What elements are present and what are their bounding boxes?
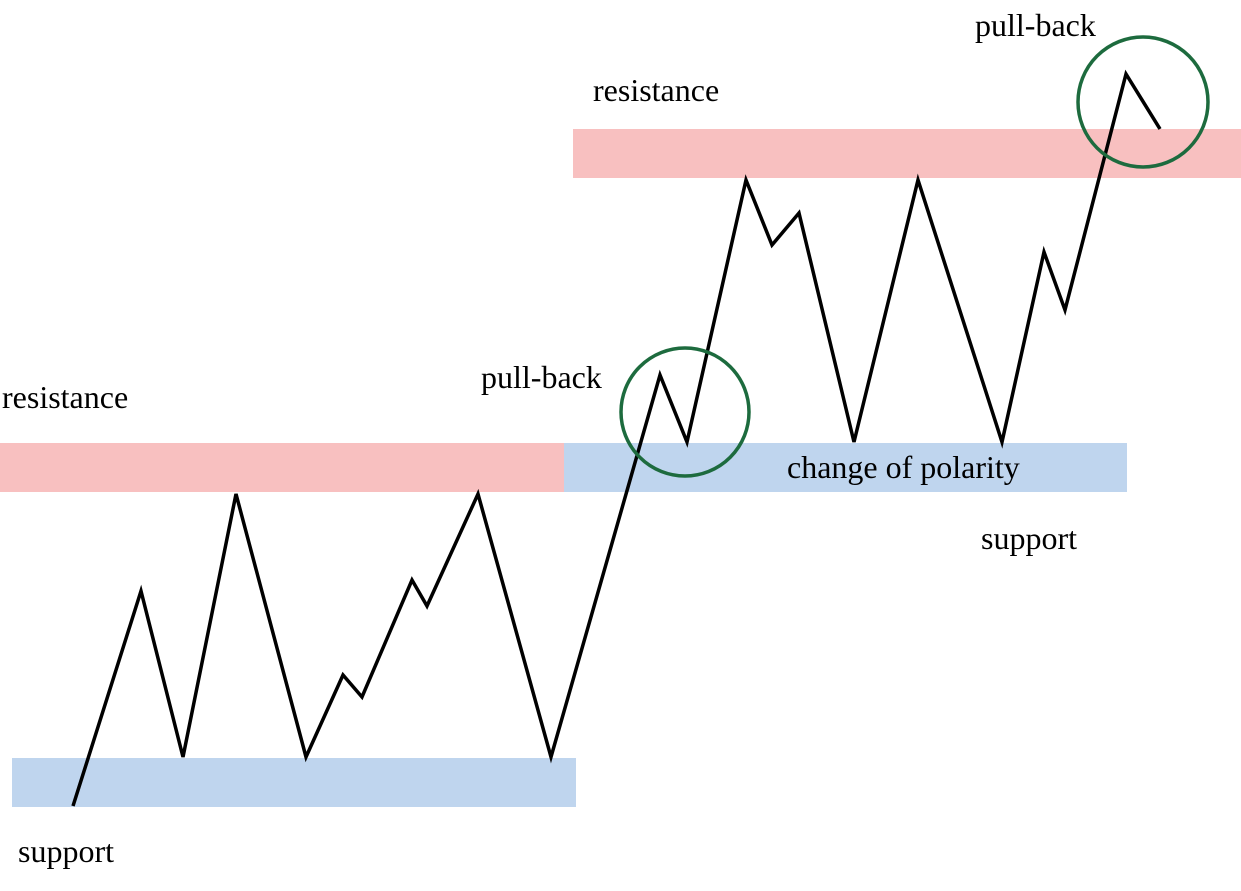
upper-resistance-band xyxy=(573,129,1241,178)
change-of-polarity-band xyxy=(564,443,1127,492)
pullback-circle-upper xyxy=(1076,35,1210,169)
resistance-label-lower: resistance xyxy=(2,379,128,415)
change-of-polarity-label: change of polarity xyxy=(787,449,1020,485)
support-label-lower: support xyxy=(18,833,114,869)
lower-support-band xyxy=(12,758,576,807)
price-line xyxy=(71,69,1162,807)
resistance-label-upper: resistance xyxy=(593,72,719,108)
support-label-upper: support xyxy=(981,520,1077,556)
pullback-circle-lower xyxy=(619,346,751,478)
lower-resistance-band xyxy=(0,443,564,492)
pullback-label-upper: pull-back xyxy=(975,7,1096,43)
pullback-label-lower: pull-back xyxy=(481,359,602,395)
